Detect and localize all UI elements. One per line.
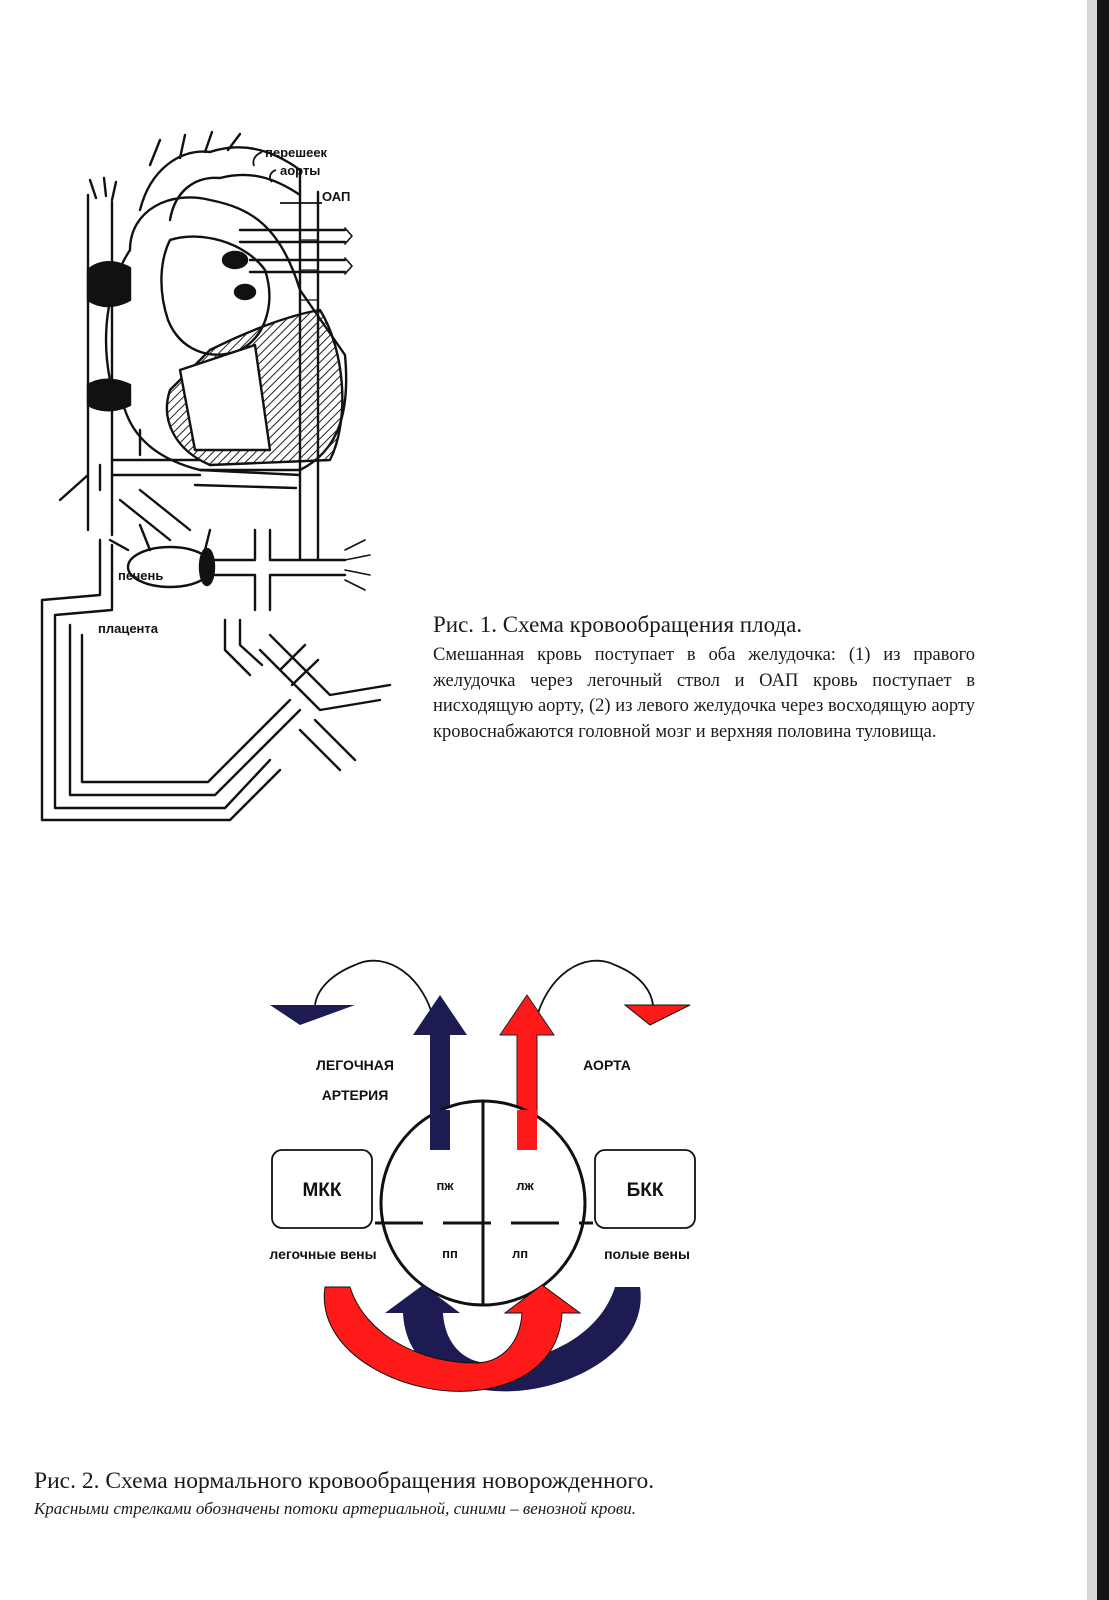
figure2-caption-title: Рис. 2. Схема нормального кровообращения… [34,1468,655,1494]
figure2-caption-note: Красными стрелками обозначены потоки арт… [34,1499,636,1518]
scan-edge-shadow [1087,0,1097,1600]
foramen-ovale [221,250,249,270]
label-ra: пп [442,1246,458,1261]
label-pulmonary-artery-line1: ЛЕГОЧНАЯ [316,1057,394,1073]
mkk-box [271,1149,373,1229]
figure2-caption: Рис. 2. Схема нормального кровообращения… [34,1468,1054,1519]
label-mkk: МКК [302,1180,341,1201]
ivc-junction [86,378,132,412]
label-pulmonary-artery-line2: АРТЕРИЯ [322,1087,389,1103]
figure1-caption: Рис. 1. Схема кровообращения плода. Смеш… [433,612,975,745]
label-isthmus-line2: аорты [280,163,320,178]
aortic-arch [138,146,302,222]
portal-vein [213,528,347,612]
scan-edge [1097,0,1109,1600]
label-rv: пж [436,1178,454,1193]
arterial-return-curve [323,1284,582,1392]
label-isthmus-line1: перешеек [265,145,328,160]
pulmonary-loop-curve [314,959,436,1026]
svc-junction [86,261,132,308]
pulmonary-artery-arrow [413,995,467,1150]
label-vena-cavae: полые вены [604,1246,690,1262]
aortic-loop-curve [534,959,654,1026]
label-placenta: плацента [98,621,159,636]
label-lv: лж [516,1178,534,1193]
bkk-box [594,1149,696,1229]
label-oap: ОАП [322,189,350,204]
figure1-fetal-circulation-diagram: перешеек аорты ОАП печень плацента [40,130,392,822]
figure2-newborn-circulation-diagram: ЛЕГОЧНАЯ АРТЕРИЯ АОРТА легочные вены пол… [269,959,696,1392]
label-la: лп [512,1246,528,1261]
label-aorta: АОРТА [583,1057,631,1073]
label-bkk: БКК [627,1180,664,1201]
inferior-vena-cava [110,428,202,477]
label-liver: печень [118,568,163,583]
pulmonary-return-arrowhead [270,1005,355,1025]
head-vessels [88,176,118,202]
umbilical-vein [40,538,282,822]
figure1-caption-title: Рис. 1. Схема кровообращения плода. [433,612,803,637]
ductus-arteriosus [238,228,347,274]
figure1-caption-body: Смешанная кровь поступает в оба желудочк… [433,645,975,742]
arch-branches [148,130,242,167]
label-pulmonary-veins: легочные вены [269,1246,376,1262]
umbilical-arteries [68,623,302,797]
aortic-return-arrowhead [623,1004,691,1026]
ductus-venosus [193,468,302,490]
